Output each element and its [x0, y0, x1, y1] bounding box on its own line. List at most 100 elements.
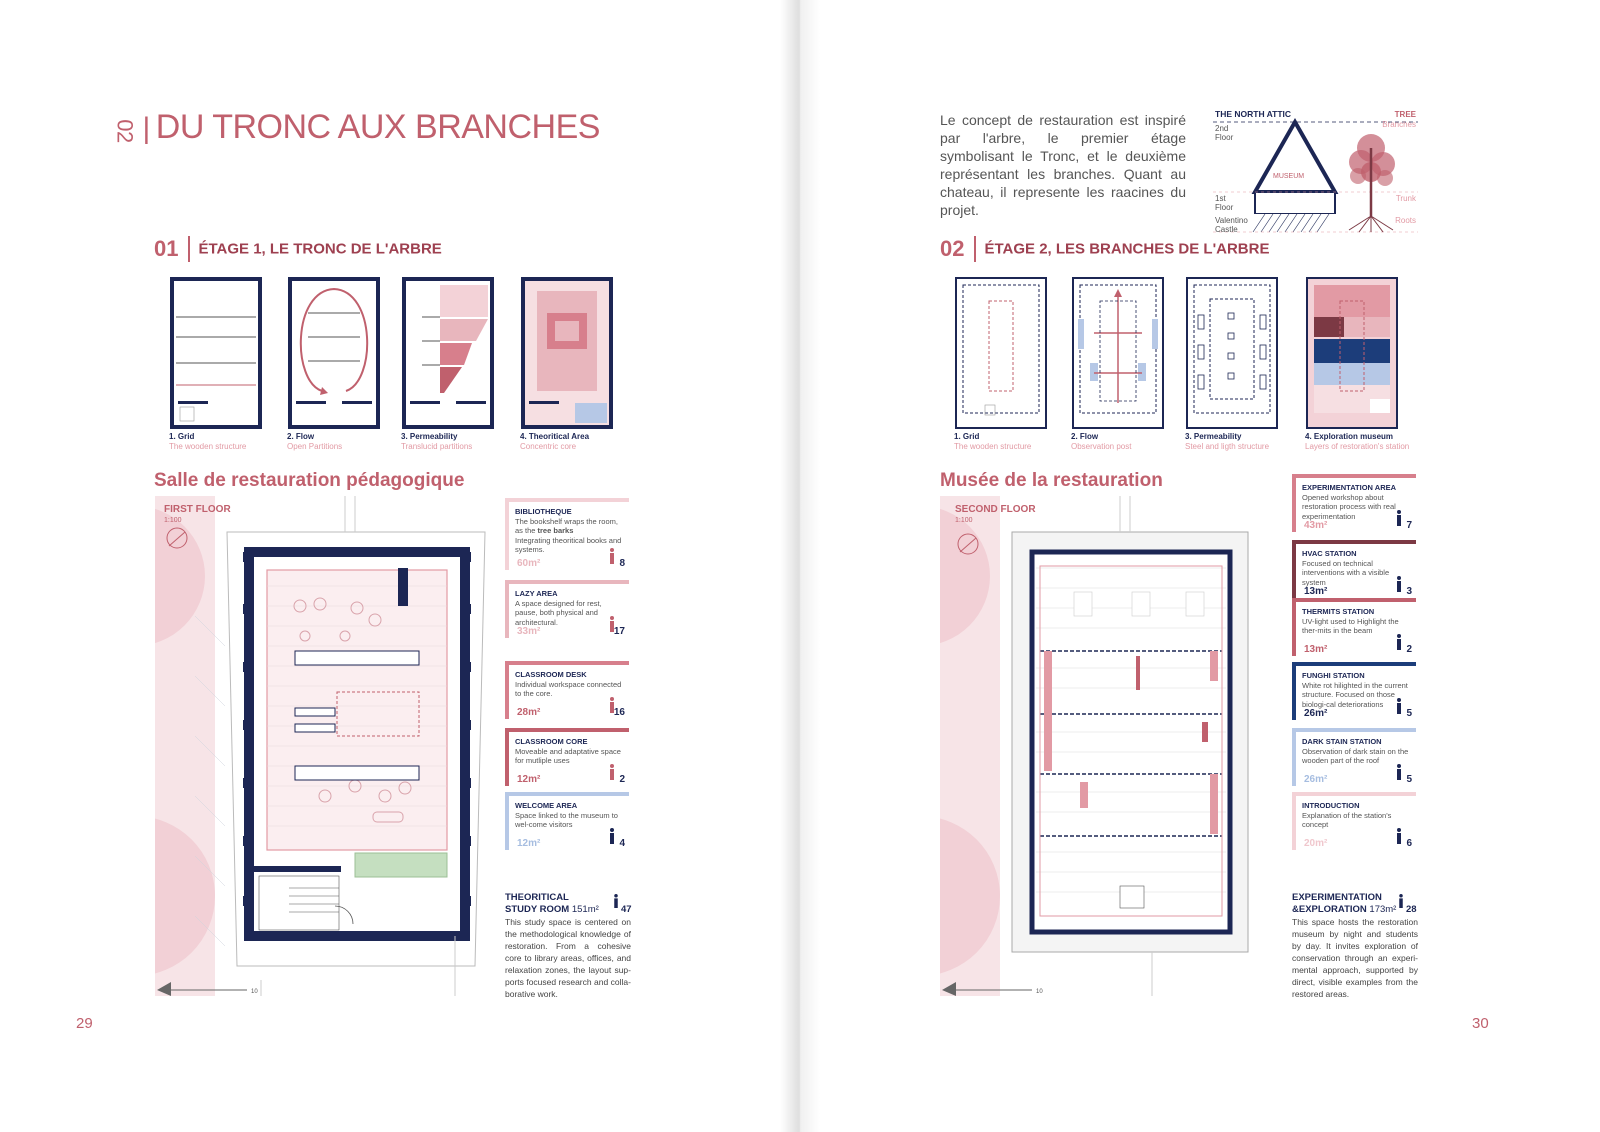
card-area: 60m²: [517, 557, 541, 569]
card-title: HVAC STATION: [1302, 549, 1357, 558]
summary-count: 47: [621, 904, 632, 915]
section-number: 02: [940, 236, 965, 261]
scalebar-label-2: 10: [1036, 989, 1043, 995]
section-divider: [188, 236, 191, 262]
person-icon: [610, 548, 614, 564]
card-count: 6: [1406, 837, 1412, 849]
card-title: INTRODUCTION: [1302, 801, 1360, 810]
section-label: ÉTAGE 2, LES BRANCHES DE L'ARBRE: [984, 240, 1270, 258]
person-icon: [614, 894, 618, 908]
second-floor-plan: SECOND FLOOR 1:100 10: [840, 496, 1250, 996]
card-description: UV-light used to Highlight the ther-mits…: [1302, 616, 1399, 636]
person-icon: [610, 828, 614, 844]
person-icon: [1397, 634, 1401, 650]
card-area: 13m²: [1304, 643, 1328, 655]
card-area: 13m²: [1304, 585, 1328, 597]
card-description: Focused on technical interventions with …: [1302, 558, 1390, 587]
page-number-right: 30: [1472, 1015, 1489, 1032]
theoretical-area-drawing: [525, 281, 609, 425]
section-heading-2: 02 ÉTAGE 2, LES BRANCHES DE L'ARBRE: [940, 236, 1269, 262]
room-subtitle: Salle de restauration pédagogique: [154, 470, 465, 491]
card-description: The bookshelf wraps the room,as the tree…: [515, 516, 622, 555]
roots-label: Roots: [1395, 216, 1416, 225]
chapter-divider: |: [142, 112, 150, 145]
person-icon: [1399, 894, 1403, 908]
section-divider: [974, 236, 977, 262]
grid-diagram-2: [955, 277, 1047, 429]
card-thermits-station: THERMITS STATION UV-light used to Highli…: [1292, 598, 1416, 656]
card-description: Space linked to the museum to wel-come v…: [515, 810, 618, 830]
permeability-drawing-2: [1193, 284, 1271, 414]
permeability-drawing: [410, 285, 488, 404]
card-area: 12m²: [517, 837, 541, 849]
card-introduction: INTRODUCTION Explanation of the station'…: [1292, 792, 1416, 850]
card-classroom-core: CLASSROOM CORE Moveable and adaptative s…: [505, 728, 629, 786]
card-description: Explanation of the station's concept: [1302, 810, 1392, 830]
attic-title: THE NORTH ATTIC: [1215, 109, 1292, 119]
card-hvac-station: HVAC STATION Focused on technical interv…: [1292, 540, 1416, 598]
card-title: THERMITS STATION: [1302, 607, 1375, 616]
attic-castle: Valentino Castle: [1215, 216, 1248, 234]
north-attic-diagram: THE NORTH ATTIC 2nd Floor 1st Floor Vale…: [1213, 108, 1418, 236]
exploration-museum-drawing: [1308, 279, 1396, 427]
card-classroom-desk: CLASSROOM DESK Individual workspace conn…: [505, 661, 629, 719]
card-description: Individual workspace connected to the co…: [515, 679, 622, 699]
card-dark-stain-station: DARK STAIN STATION Observation of dark s…: [1292, 728, 1416, 786]
card-title: CLASSROOM DESK: [515, 670, 587, 679]
card-title: WELCOME AREA: [515, 801, 578, 810]
flow-diagram-2: [1072, 277, 1164, 429]
card-count: 4: [619, 837, 625, 849]
first-floor-plan: FIRST FLOOR 1:100 10: [55, 496, 490, 996]
second-floor-drawing: [840, 496, 1249, 996]
summary-count: 28: [1406, 904, 1417, 915]
card-description: Moveable and adaptative space for mutlip…: [515, 746, 621, 766]
card-description: Observation of dark stain on the wooden …: [1302, 746, 1409, 766]
summary-title: EXPERIMENTATION&EXPLORATION 173m² 28: [1292, 892, 1417, 915]
card-count: 2: [619, 773, 625, 785]
card-description: Opened workshop about restoration proces…: [1302, 492, 1396, 521]
attic-floor1: 1st Floor: [1215, 194, 1234, 212]
summary-text: This study space is centered on the meth…: [505, 917, 631, 999]
north-attic-drawing: [1213, 117, 1418, 233]
grid-drawing: [176, 316, 256, 422]
attic-floor2: 2nd Floor: [1215, 124, 1234, 142]
card-count: 5: [1406, 773, 1412, 785]
card-count: 3: [1406, 585, 1412, 597]
floor-scale: 1:100: [164, 517, 182, 524]
card-title: LAZY AREA: [515, 589, 558, 598]
person-icon: [1397, 510, 1401, 526]
person-icon: [1397, 828, 1401, 844]
grid-drawing-2: [962, 284, 1040, 416]
right-page: Le concept de restauration est inspiré p…: [800, 0, 1600, 1132]
chapter-number: 02: [112, 119, 138, 143]
card-area: 43m²: [1304, 519, 1328, 531]
person-icon: [610, 616, 614, 632]
tree-label: TREE: [1394, 110, 1416, 119]
permeability-diagram-2: [1186, 277, 1278, 429]
first-floor-drawing: [55, 496, 486, 996]
floor-scale-2: 1:100: [955, 517, 973, 524]
card-count: 16: [613, 706, 625, 718]
card-lazy-area: LAZY AREA A space designed for rest, pau…: [505, 580, 629, 638]
trunk-label: Trunk: [1395, 194, 1416, 203]
person-icon: [1397, 576, 1401, 592]
card-experimentation-area: EXPERIMENTATION AREA Opened workshop abo…: [1292, 474, 1416, 532]
attic-museum: MUSEUM: [1273, 173, 1305, 180]
museum-subtitle: Musée de la restauration: [940, 470, 1163, 491]
flow-drawing: [296, 287, 372, 404]
card-title: CLASSROOM CORE: [515, 737, 588, 746]
person-icon: [1397, 698, 1401, 714]
floor-label-2: SECOND FLOOR 1:100: [955, 504, 1036, 526]
person-icon: [1397, 764, 1401, 780]
card-title: FUNGHI STATION: [1302, 671, 1365, 680]
chapter-title-text: DU TRONC AUX BRANCHES: [155, 108, 601, 146]
card-area: 28m²: [517, 706, 541, 718]
